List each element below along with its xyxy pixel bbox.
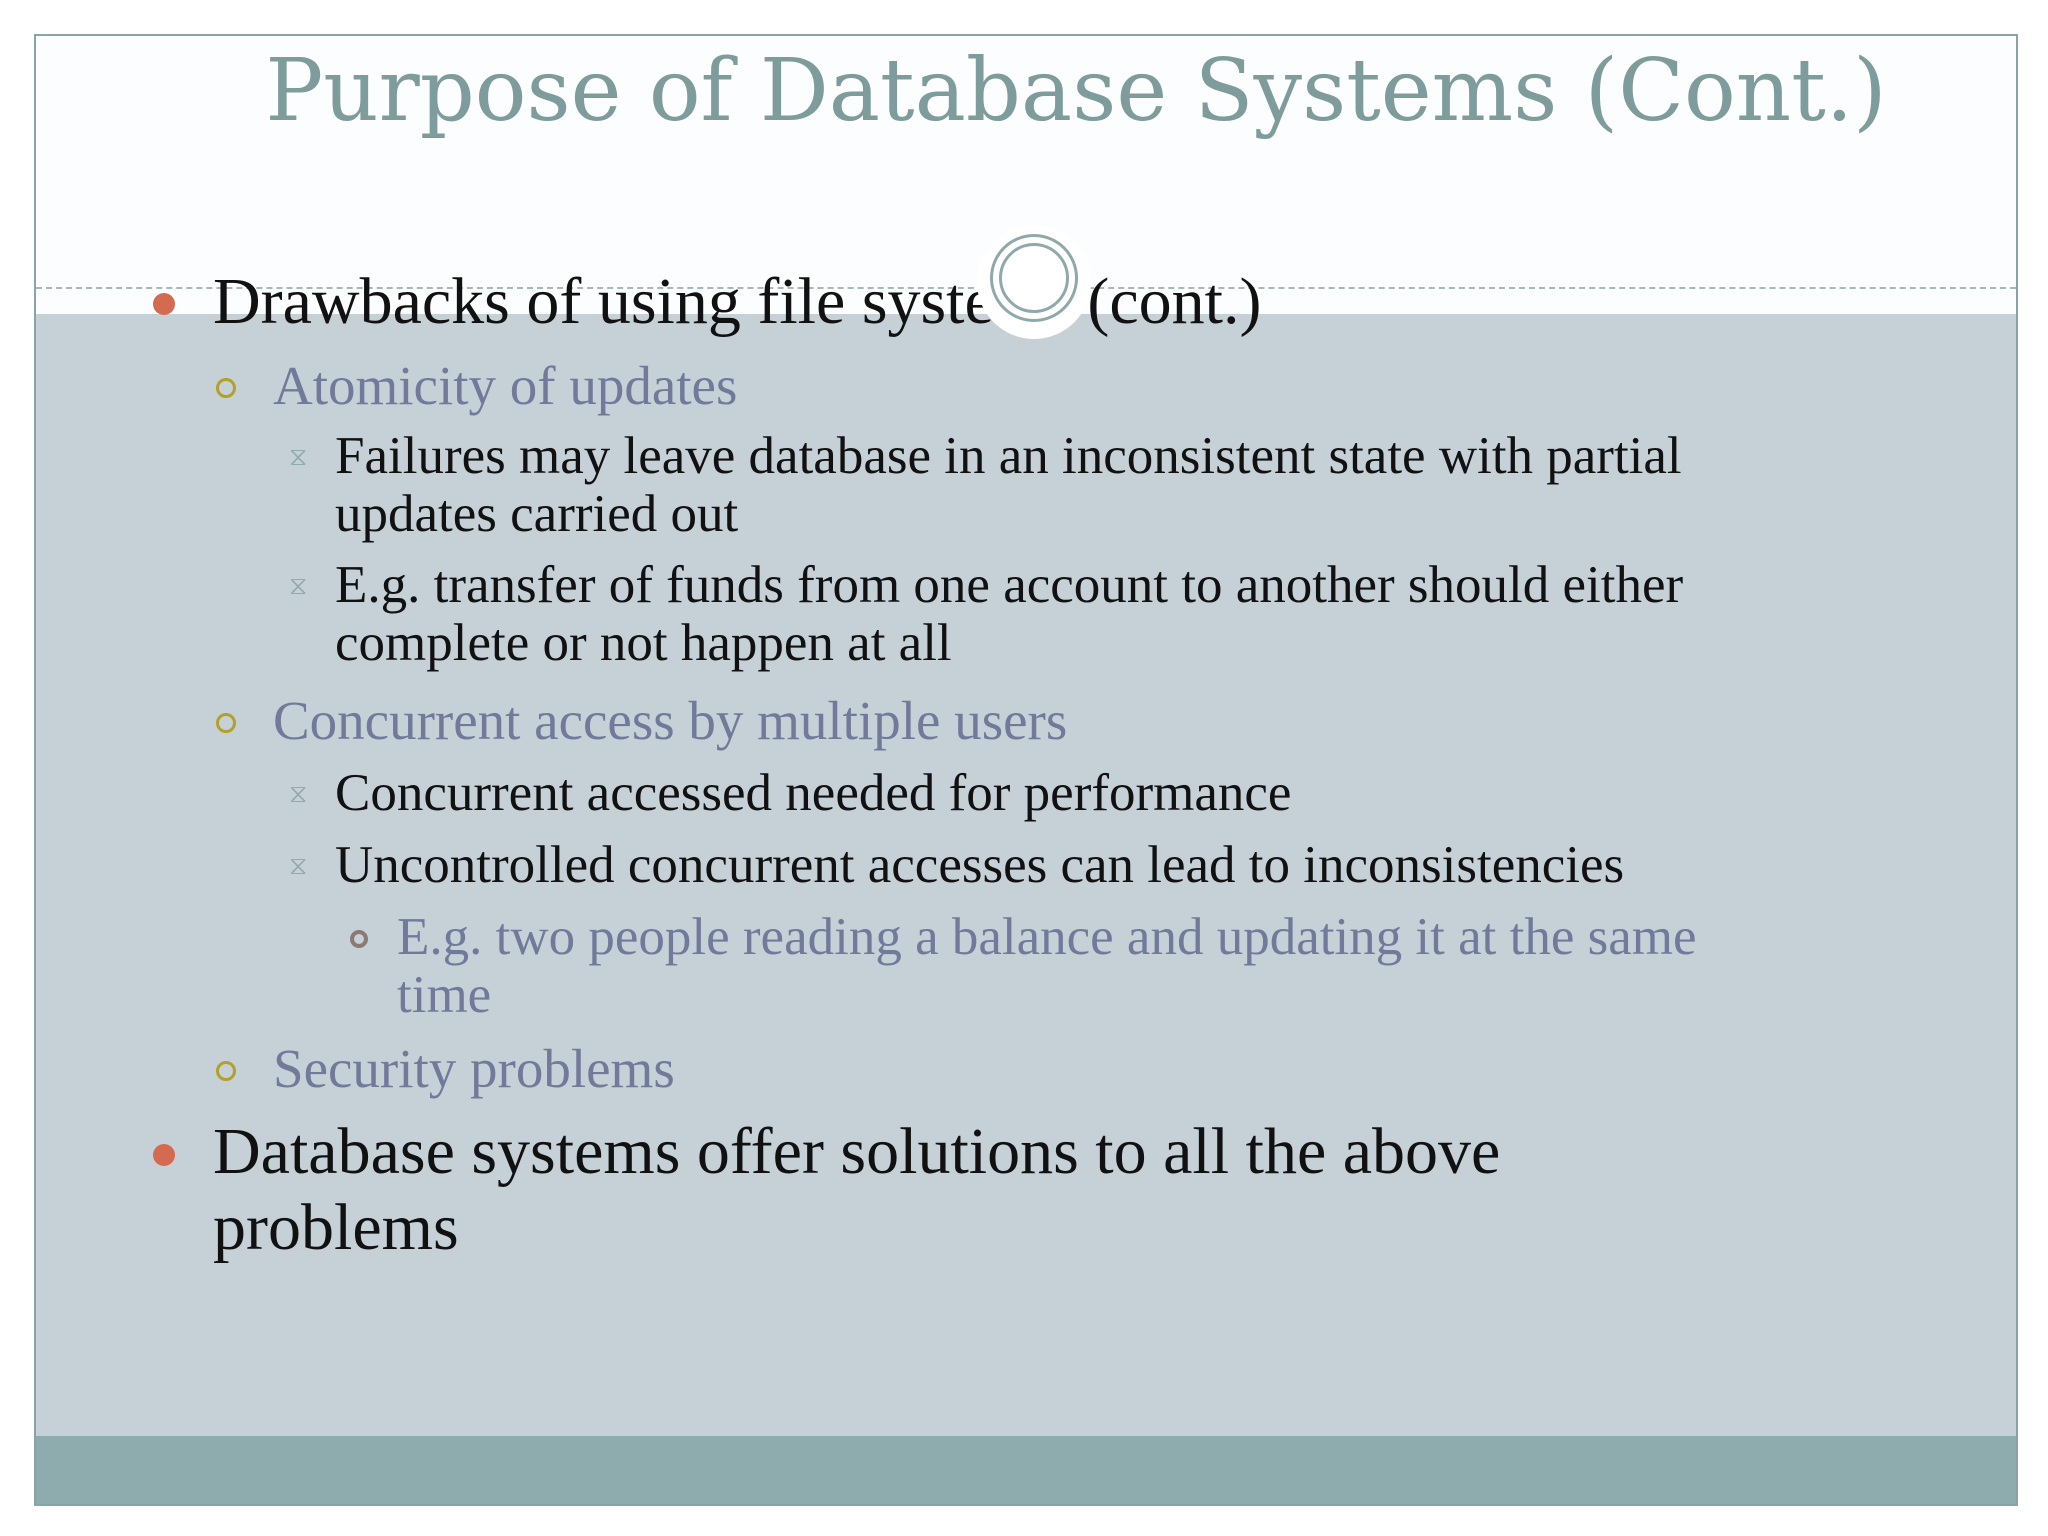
bullet-text: E.g. transfer of funds from one account … — [335, 556, 1684, 614]
bullet-text-continuation: time — [397, 966, 492, 1024]
bullet-text-continuation: updates carried out — [335, 485, 739, 543]
level1-bullet-icon — [153, 293, 175, 315]
footer-band — [36, 1436, 2016, 1504]
bullet-text: Atomicity of updates — [273, 355, 738, 416]
level4-bullet-icon — [350, 930, 368, 948]
bullet-text-continuation: complete or not happen at all — [335, 614, 952, 672]
level2-bullet-icon — [216, 378, 236, 398]
bullet-text-continuation: problems — [213, 1191, 459, 1264]
slide-title: Purpose of Database Systems (Cont.) — [265, 41, 1887, 141]
bullet-text: Drawbacks of using file systems (cont.) — [213, 265, 1262, 338]
level1-bullet-icon — [153, 1144, 175, 1166]
double-ring-icon — [990, 234, 1078, 322]
level3-bullet-icon: ⧖ — [289, 442, 308, 472]
slide: Purpose of Database Systems (Cont.) Draw… — [34, 34, 2018, 1506]
bullet-text: Concurrent access by multiple users — [273, 690, 1068, 751]
level3-bullet-icon: ⧖ — [289, 779, 308, 809]
bullet-text: Database systems offer solutions to all … — [213, 1115, 1501, 1188]
content-band — [36, 314, 2016, 1436]
bullet-text: Failures may leave database in an incons… — [335, 427, 1682, 485]
bullet-text: Concurrent accessed needed for performan… — [335, 764, 1292, 822]
bullet-text: Security problems — [273, 1038, 675, 1099]
bullet-text: E.g. two people reading a balance and up… — [397, 908, 1697, 966]
level2-bullet-icon — [216, 713, 236, 733]
level3-bullet-icon: ⧖ — [289, 571, 308, 601]
level2-bullet-icon — [216, 1061, 236, 1081]
bullet-text: Uncontrolled concurrent accesses can lea… — [335, 836, 1625, 894]
level3-bullet-icon: ⧖ — [289, 851, 308, 881]
